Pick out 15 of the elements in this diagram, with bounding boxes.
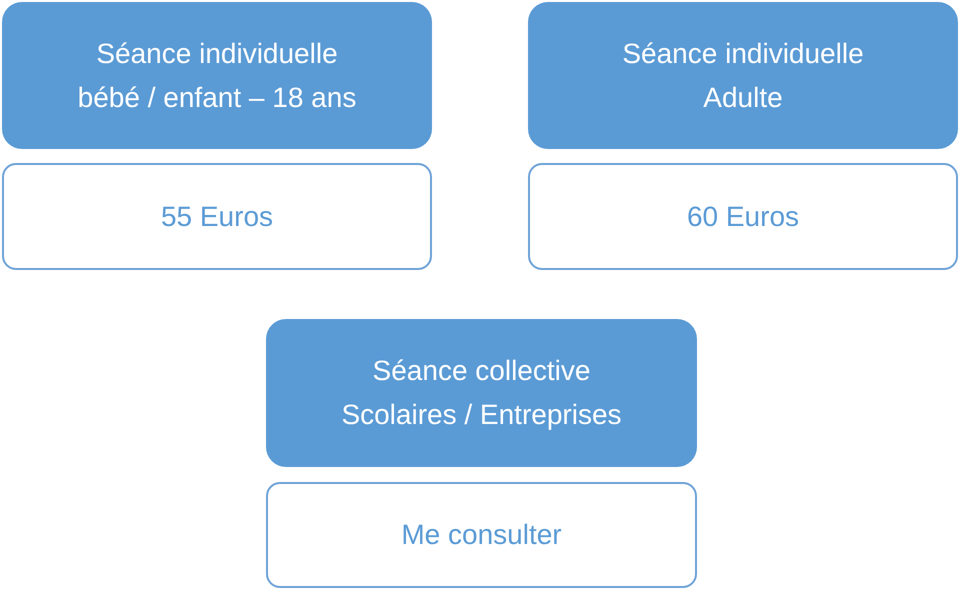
session-audience: Adulte bbox=[703, 80, 783, 114]
category-box bbox=[2, 2, 432, 149]
price-box bbox=[2, 163, 432, 270]
session-title: Séance individuelle bbox=[96, 36, 338, 70]
price-box bbox=[266, 482, 697, 588]
category-box bbox=[266, 319, 697, 467]
price-label: Me consulter bbox=[401, 518, 562, 552]
session-title: Séance individuelle bbox=[622, 36, 864, 70]
session-audience: bébé / enfant – 18 ans bbox=[78, 80, 356, 114]
session-audience: Scolaires / Entreprises bbox=[341, 398, 622, 432]
price-box bbox=[528, 163, 958, 270]
price-label: 55 Euros bbox=[160, 200, 274, 234]
price-label: 60 Euros bbox=[686, 200, 800, 234]
session-title: Séance collective bbox=[372, 354, 590, 388]
category-box bbox=[528, 2, 958, 149]
